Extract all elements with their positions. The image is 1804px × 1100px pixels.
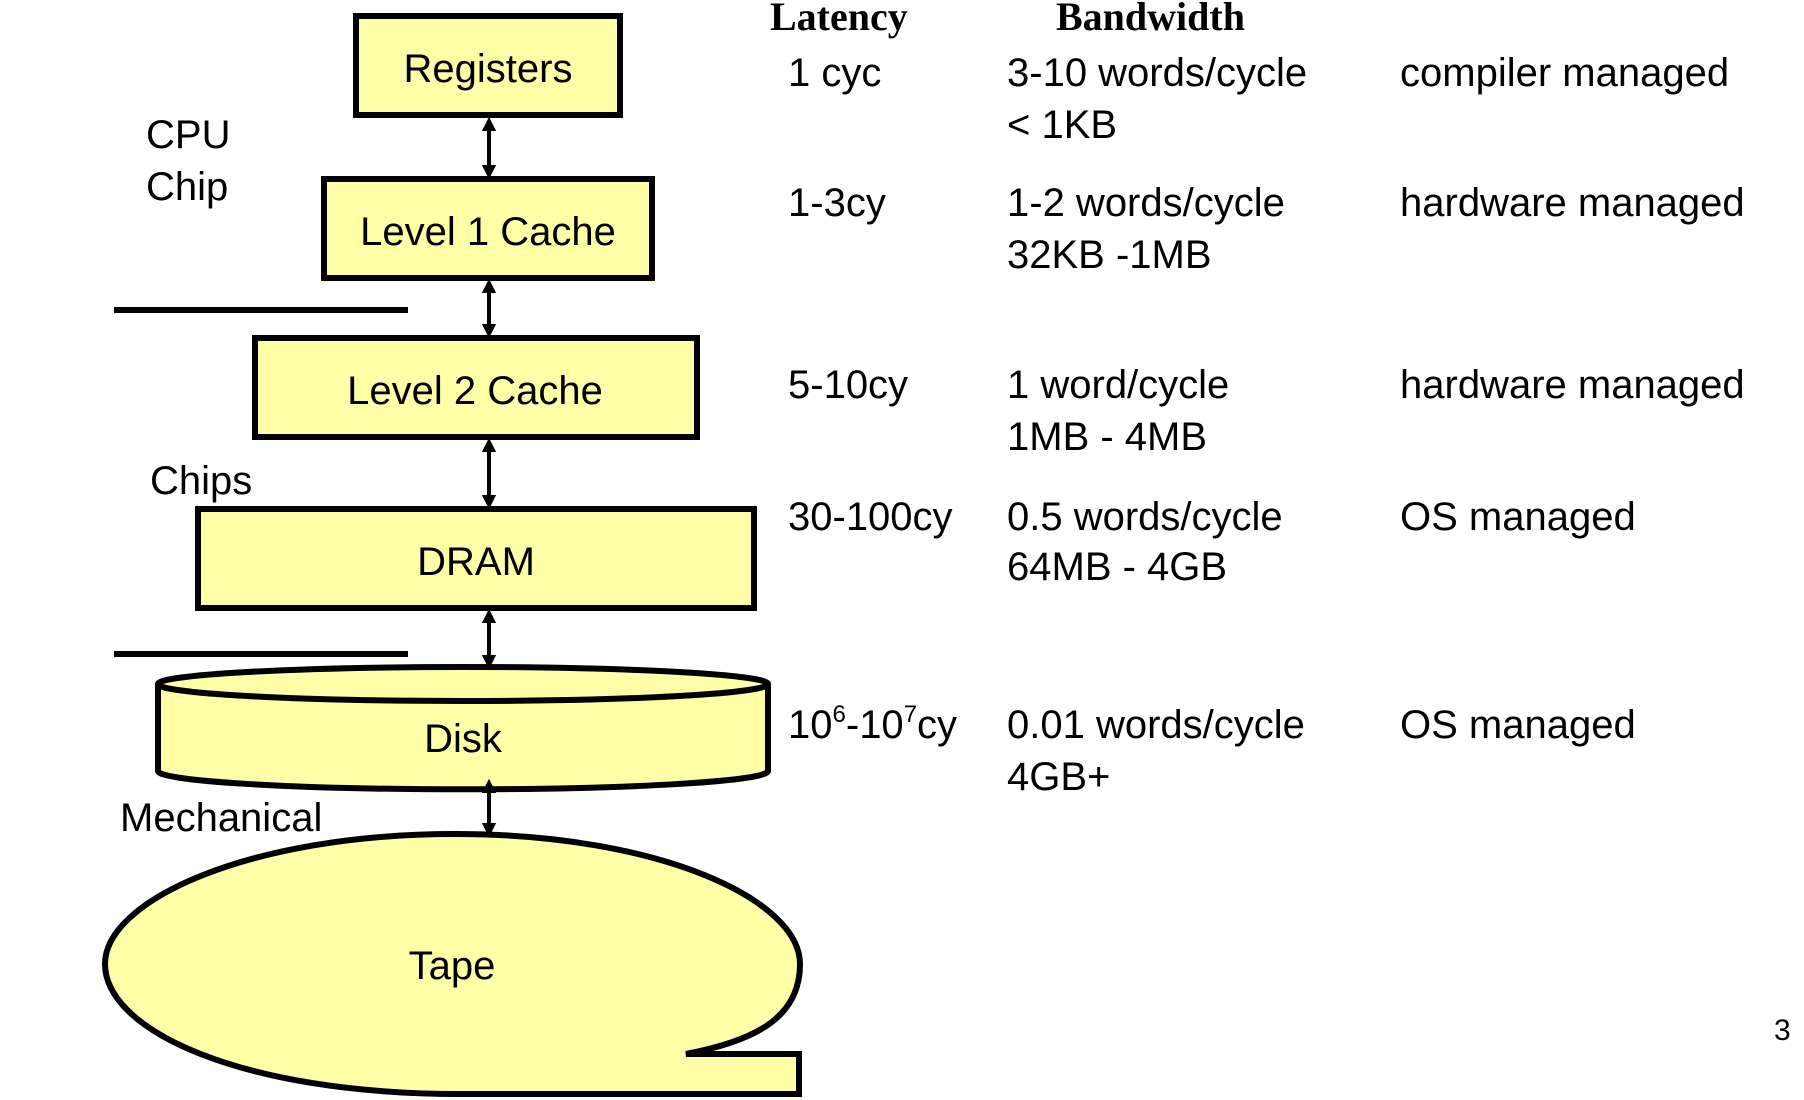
level2-cache-box — [252, 335, 700, 440]
row5-managed: OS managed — [1400, 703, 1636, 747]
row1-size: < 1KB — [1007, 103, 1117, 147]
row5-size: 4GB+ — [1007, 755, 1110, 799]
row5-latency-base2: 10 — [859, 703, 904, 747]
chips-label: Chips — [150, 459, 252, 503]
row5-latency-exp1: 6 — [833, 701, 846, 728]
row2-size: 32KB -1MB — [1007, 233, 1212, 277]
row2-bandwidth: 1-2 words/cycle — [1007, 181, 1285, 225]
row3-size: 1MB - 4MB — [1007, 415, 1207, 459]
cpu-chip-label-line2: Chip — [146, 165, 228, 209]
row4-latency: 30-100cy — [788, 495, 953, 539]
tape-label: Tape — [409, 944, 496, 988]
level1-cache-box — [321, 176, 655, 281]
cpu-chip-label-line1: CPU — [146, 113, 230, 157]
row5-latency: 106-107cy — [788, 701, 957, 747]
row1-latency: 1 cyc — [788, 51, 881, 95]
row5-latency-sep: - — [846, 703, 859, 747]
row1-managed: compiler managed — [1400, 51, 1729, 95]
row5-bandwidth: 0.01 words/cycle — [1007, 703, 1305, 747]
row4-size: 64MB - 4GB — [1007, 545, 1227, 589]
row5-latency-base1: 10 — [788, 703, 833, 747]
registers-box — [353, 13, 623, 118]
level1-cache-label: Level 1 Cache — [360, 210, 616, 254]
row3-managed: hardware managed — [1400, 363, 1745, 407]
row2-managed: hardware managed — [1400, 181, 1745, 225]
row2-latency: 1-3cy — [788, 181, 886, 225]
latency-header: Latency — [770, 0, 908, 39]
row3-bandwidth: 1 word/cycle — [1007, 363, 1229, 407]
registers-label: Registers — [404, 47, 573, 91]
row5-latency-unit: cy — [917, 703, 957, 747]
dram-box — [195, 506, 757, 611]
page-number: 3 — [1774, 1014, 1791, 1047]
row5-latency-exp2: 7 — [904, 701, 917, 728]
row4-managed: OS managed — [1400, 495, 1636, 539]
row3-latency: 5-10cy — [788, 363, 908, 407]
row1-bandwidth: 3-10 words/cycle — [1007, 51, 1307, 95]
level2-cache-label: Level 2 Cache — [347, 369, 603, 413]
disk-label: Disk — [424, 717, 503, 761]
bandwidth-header: Bandwidth — [1056, 0, 1245, 39]
tape-outline — [101, 830, 804, 1097]
row4-bandwidth: 0.5 words/cycle — [1007, 495, 1283, 539]
mechanical-label: Mechanical — [120, 796, 322, 840]
disk-cylinder — [155, 664, 771, 793]
dram-label: DRAM — [417, 540, 535, 584]
